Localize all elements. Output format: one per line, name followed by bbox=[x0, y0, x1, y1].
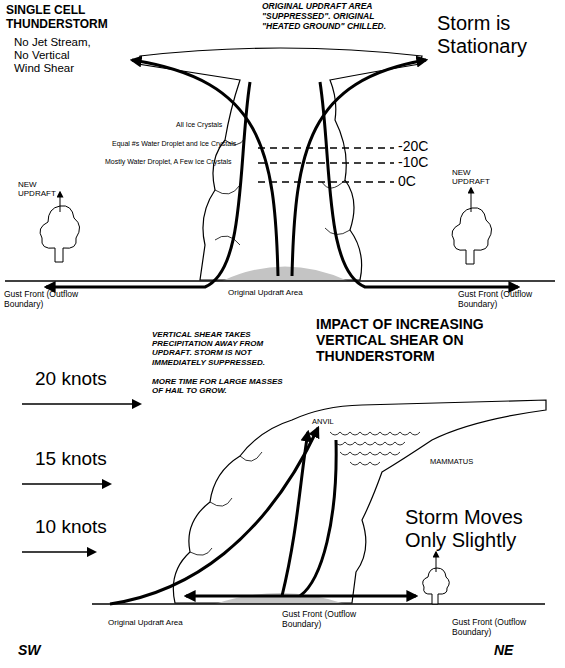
area-label: Original Updraft Area bbox=[108, 618, 183, 627]
gust-front-label: Gust Front (Outflow Boundary) bbox=[282, 610, 360, 630]
downdraft-arrow bbox=[300, 440, 336, 596]
direction-label: NE bbox=[494, 642, 513, 658]
mammatus bbox=[330, 432, 420, 465]
tree bbox=[452, 208, 492, 264]
layer-label: Mostly Water Droplet, A Few Ice Crystals bbox=[105, 158, 232, 166]
cloud-texture bbox=[190, 452, 262, 555]
updraft-arrow bbox=[132, 60, 278, 276]
ground-line bbox=[5, 280, 555, 282]
downdraft-arrow bbox=[320, 82, 518, 287]
updraft-label: NEW UPDRAFT bbox=[18, 180, 63, 198]
outflow-arrow bbox=[186, 595, 300, 598]
note: MORE TIME FOR LARGE MASSES OF HAIL TO GR… bbox=[152, 377, 292, 395]
new-updraft-arrow bbox=[471, 188, 472, 212]
temperature-label: -10C bbox=[398, 154, 428, 170]
wind-speed-label: 15 knots bbox=[35, 448, 107, 470]
temperature-level bbox=[258, 162, 394, 163]
area-label: Original Updraft Area bbox=[228, 288, 303, 297]
storm-motion-note: Storm is Stationary bbox=[437, 12, 562, 58]
wind-arrow bbox=[22, 551, 95, 553]
wind-arrow bbox=[22, 403, 140, 405]
updraft-arrow bbox=[282, 432, 308, 596]
layer-label: Equal #s Water Droplet and Ice Crystals bbox=[112, 140, 236, 148]
note: ORIGINAL UPDRAFT AREA "SUPPRESSED". ORIG… bbox=[262, 2, 397, 31]
layer-label: All Ice Crystals bbox=[176, 121, 222, 129]
ground-line bbox=[92, 603, 545, 605]
panel-title: IMPACT OF INCREASING VERTICAL SHEAR ON T… bbox=[316, 316, 511, 364]
new-updraft-arrow bbox=[60, 192, 61, 212]
downdraft-arrow bbox=[46, 82, 250, 287]
direction-label: SW bbox=[18, 642, 41, 658]
temperature-level bbox=[258, 181, 394, 182]
updraft-arrow bbox=[110, 428, 318, 604]
new-updraft-arrow bbox=[436, 552, 437, 572]
tree bbox=[40, 206, 80, 262]
wind-speed-label: 20 knots bbox=[35, 368, 107, 390]
updraft-label: NEW UPDRAFT bbox=[452, 168, 497, 186]
temperature-label: 0C bbox=[398, 173, 416, 189]
condition-note: No Jet Stream, No Vertical Wind Shear bbox=[14, 36, 96, 76]
outflow-arrow bbox=[300, 595, 416, 598]
gust-front-label: Gust Front (Outflow Boundary) bbox=[4, 290, 82, 310]
cloud-part-label: MAMMATUS bbox=[430, 458, 473, 467]
panel-title: SINGLE CELL THUNDERSTORM bbox=[6, 4, 116, 32]
tree bbox=[423, 568, 450, 604]
storm-cloud bbox=[173, 400, 546, 603]
updraft-area-shading bbox=[222, 267, 348, 282]
cloud-part-label: ANVIL bbox=[312, 418, 334, 427]
storm-motion-note: Storm Moves Only Slightly bbox=[405, 506, 560, 552]
wind-arrow bbox=[22, 483, 110, 485]
note: VERTICAL SHEAR TAKES PRECIPITATION AWAY … bbox=[152, 330, 292, 367]
gust-front-label: Gust Front (Outflow Boundary) bbox=[458, 290, 536, 310]
wind-speed-label: 10 knots bbox=[35, 516, 107, 538]
temperature-label: -20C bbox=[398, 138, 428, 154]
gust-front-label: Gust Front (Outflow Boundary) bbox=[452, 618, 530, 638]
